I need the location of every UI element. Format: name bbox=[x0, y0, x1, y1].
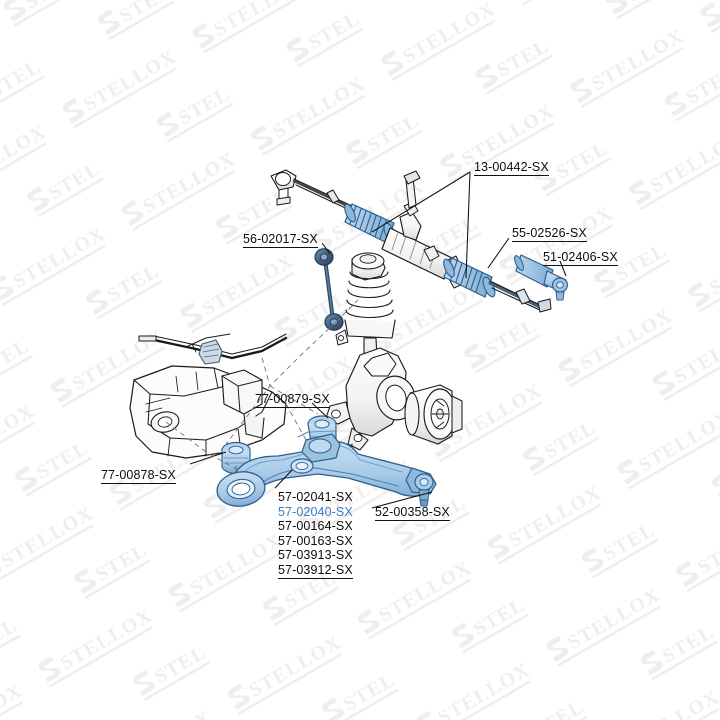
callout-51-02406[interactable]: 51-02406-SX bbox=[543, 250, 618, 266]
control-arm-part-number[interactable]: 57-02041-SX bbox=[278, 490, 353, 504]
control-arm-part-number-selected[interactable]: 57-02040-SX bbox=[278, 504, 353, 519]
control-arm-part-number[interactable]: 57-00163-SX bbox=[278, 533, 353, 548]
control-arm-part-number-stack: 57-02041-SX 57-02040-SX 57-00164-SX 57-0… bbox=[278, 490, 353, 579]
control-arm-part-number[interactable]: 57-03913-SX bbox=[278, 548, 353, 563]
callout-52-00358[interactable]: 52-00358-SX bbox=[375, 505, 450, 521]
callout-56-02017[interactable]: 56-02017-SX bbox=[243, 232, 318, 248]
callout-55-02526[interactable]: 55-02526-SX bbox=[512, 226, 587, 242]
callout-77-00878[interactable]: 77-00878-SX bbox=[101, 468, 176, 484]
callout-77-00879[interactable]: 77-00879-SX bbox=[255, 392, 330, 408]
callout-13-00442[interactable]: 13-00442-SX bbox=[474, 160, 549, 176]
control-arm-part-number[interactable]: 57-03912-SX bbox=[278, 562, 353, 579]
control-arm-part-number[interactable]: 57-00164-SX bbox=[278, 519, 353, 534]
